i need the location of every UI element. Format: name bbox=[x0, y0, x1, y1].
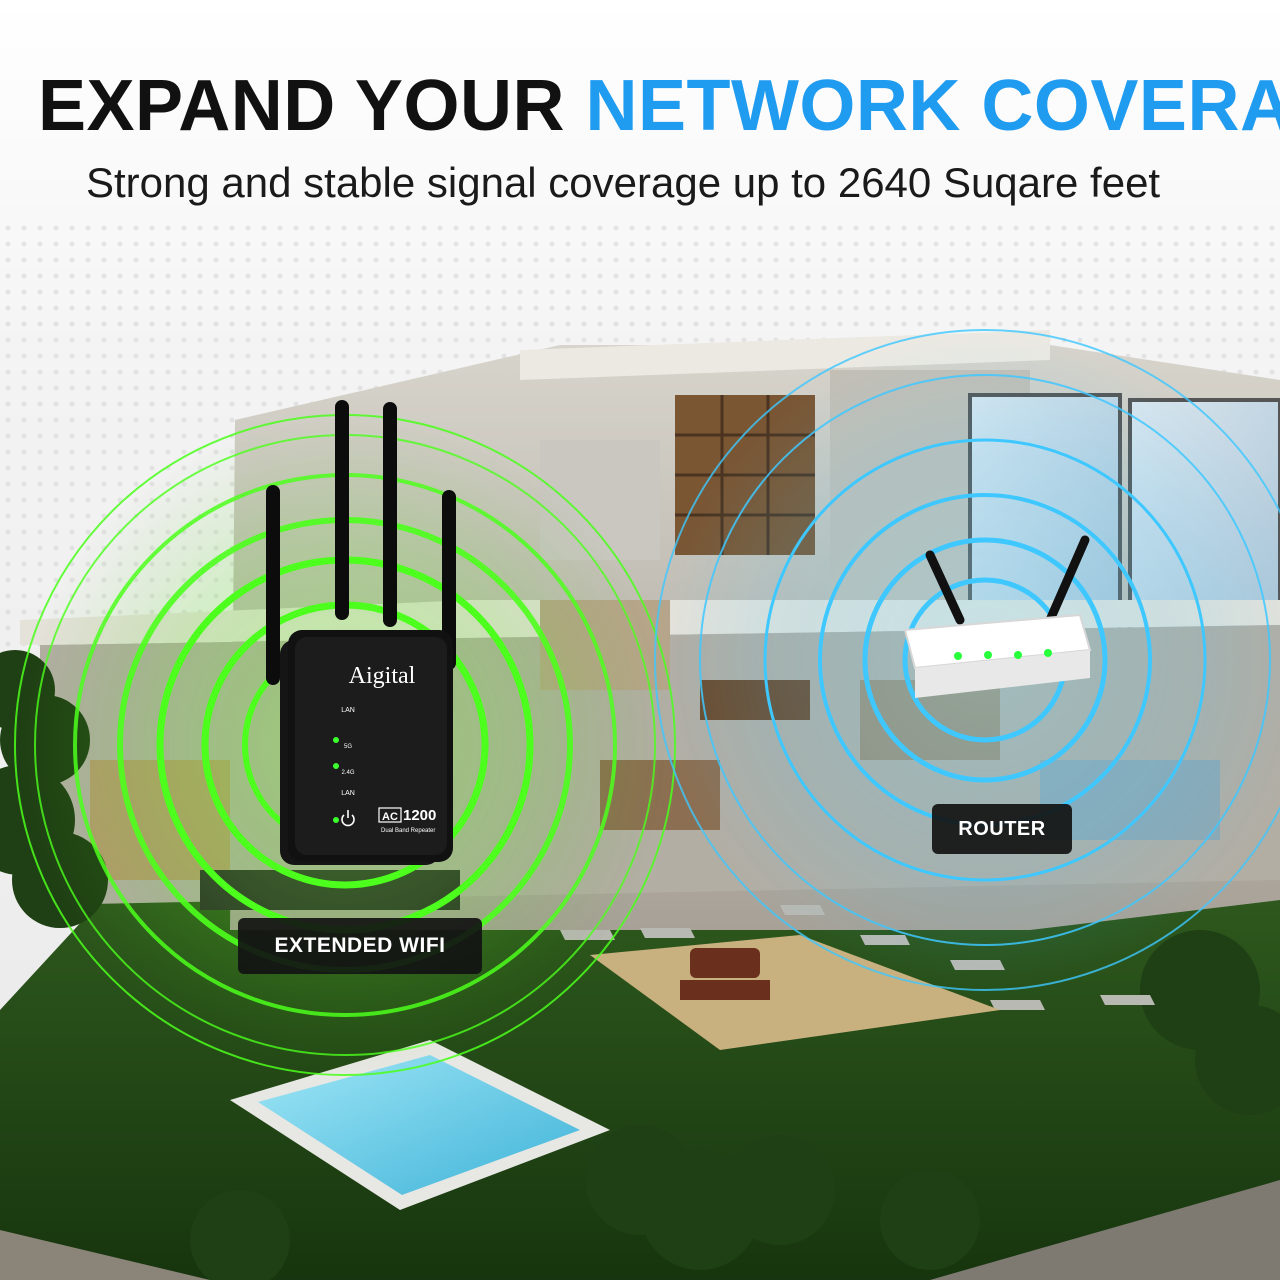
router-device bbox=[903, 535, 1092, 698]
table-set bbox=[680, 948, 770, 1000]
headline: EXPAND YOUR NETWORK COVERAGE bbox=[38, 66, 1280, 146]
led-label-lan-1: LAN bbox=[341, 707, 355, 714]
led-label-5g: 5G bbox=[344, 744, 352, 750]
headline-accent: NETWORK COVERAGE bbox=[585, 66, 1280, 146]
led-label-24g: 2.4G bbox=[341, 770, 354, 776]
router-label: ROUTER bbox=[932, 804, 1072, 854]
model-prefix: AC bbox=[382, 811, 398, 823]
subtitle: Strong and stable signal coverage up to … bbox=[86, 159, 1161, 206]
model-number: 1200 bbox=[403, 807, 436, 824]
wifi-repeater-device: Aigital LAN 5G 2.4G LAN AC 1200 Dual Ban… bbox=[266, 400, 456, 865]
repeater-brand: Aigital bbox=[349, 663, 416, 689]
swimming-pool bbox=[230, 1040, 610, 1210]
led-label-lan-2: LAN bbox=[341, 790, 355, 797]
model-description: Dual Band Repeater bbox=[381, 828, 435, 834]
extended-wifi-label: EXTENDED WIFI bbox=[238, 918, 482, 974]
headline-part-1: EXPAND YOUR bbox=[38, 66, 586, 146]
